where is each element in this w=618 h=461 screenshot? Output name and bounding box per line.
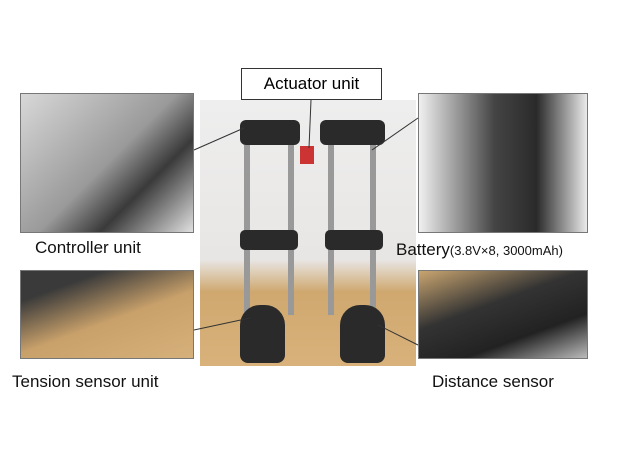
actuator-unit-label: Actuator unit xyxy=(241,68,382,100)
left-shoe xyxy=(240,305,285,363)
controller-unit-photo xyxy=(20,93,194,233)
right-shoe xyxy=(340,305,385,363)
controller-unit-label: Controller unit xyxy=(35,238,141,257)
tension-sensor-label: Tension sensor unit xyxy=(12,372,159,391)
left-shin-cuff xyxy=(240,230,298,250)
battery-label: Battery(3.8V×8, 3000mAh) xyxy=(396,240,563,260)
battery-photo xyxy=(418,93,588,233)
distance-sensor-photo xyxy=(418,270,588,359)
distance-sensor-label: Distance sensor xyxy=(432,372,554,391)
battery-spec: (3.8V×8, 3000mAh) xyxy=(449,243,563,258)
actuator-unit-photo xyxy=(300,146,314,164)
battery-name: Battery xyxy=(396,240,450,259)
right-shin-cuff xyxy=(325,230,383,250)
tension-sensor-photo xyxy=(20,270,194,359)
left-thigh-cuff xyxy=(240,120,300,145)
right-thigh-cuff xyxy=(320,120,385,145)
